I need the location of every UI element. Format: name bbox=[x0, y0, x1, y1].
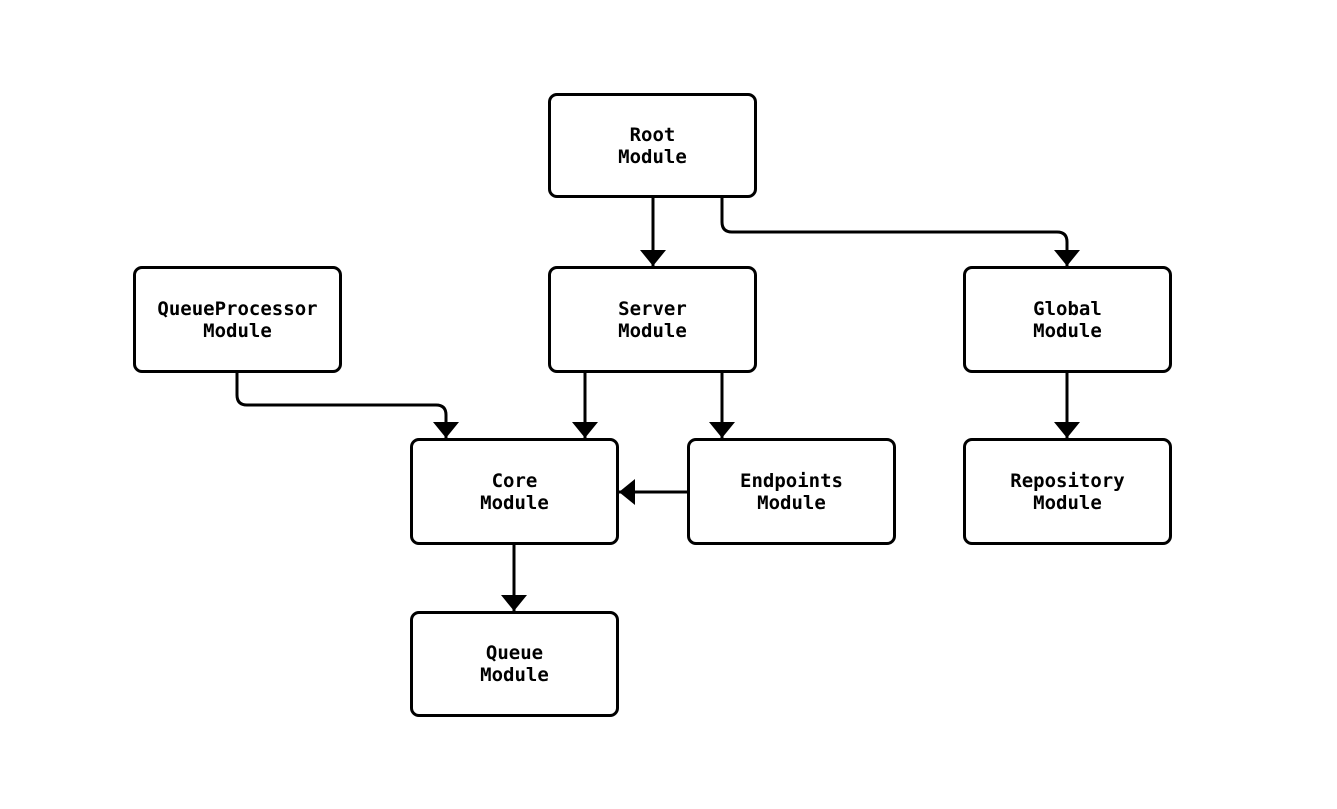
node-queueprocessor-module-label-line-2: Module bbox=[203, 319, 272, 342]
node-root-module-label-line-2: Module bbox=[618, 145, 687, 168]
node-endpoints-module-label-line-1: Endpoints bbox=[740, 469, 843, 492]
edge-queueprocessor-module-to-core-module bbox=[235, 373, 459, 438]
node-queue-module-label-line-1: Queue bbox=[485, 642, 544, 664]
edges-group bbox=[235, 198, 1080, 611]
node-queue-module-label-line-2: Module bbox=[480, 664, 549, 686]
node-repository-module-label-line-2: Module bbox=[1033, 491, 1102, 514]
node-endpoints-module-label-line-2: Module bbox=[757, 491, 826, 514]
node-server-module-label-line-1: Server bbox=[618, 297, 687, 320]
edge-root-module-to-global-module bbox=[720, 198, 1080, 266]
node-core-module-label-line-1: Core bbox=[491, 469, 538, 492]
node-root-module-label-line-1: Root bbox=[629, 123, 676, 146]
node-queueprocessor-module-label-line-1: QueueProcessor bbox=[157, 297, 318, 320]
node-core-module-label-line-2: Module bbox=[480, 491, 549, 514]
node-server-module-label-line-2: Module bbox=[618, 319, 687, 342]
node-repository-module-label-line-1: Repository bbox=[1010, 469, 1125, 492]
node-global-module-label-line-1: Global bbox=[1033, 297, 1102, 320]
node-global-module-label-line-2: Module bbox=[1033, 319, 1102, 342]
